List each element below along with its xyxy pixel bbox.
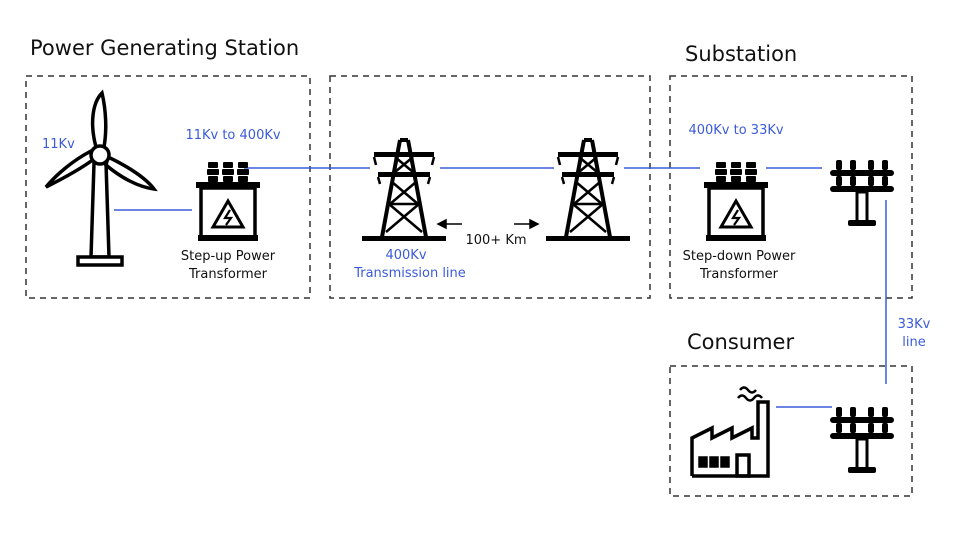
substation-insulator-pole-icon: [828, 158, 896, 228]
factory-icon: [690, 386, 770, 478]
consumer-insulator-pole-icon: [828, 405, 896, 475]
stepdown-ratio-label: 400Kv to 33Kv: [688, 123, 784, 138]
transmission-tower-left-icon: [360, 138, 448, 243]
consumer-title: Consumer: [687, 330, 795, 354]
distribution-voltage-label: 33Kv: [897, 317, 931, 332]
stepup-name-line2: Transformer: [188, 267, 268, 282]
stepup-ratio-label: 11Kv to 400Kv: [185, 128, 281, 143]
consumer-box: [669, 365, 913, 497]
distribution-line-label: line: [902, 335, 926, 350]
generator-voltage-label: 11Kv: [42, 137, 75, 152]
stepdown-transformer-icon: [702, 160, 770, 243]
transmission-box: [329, 75, 651, 299]
stepdown-name-line2: Transformer: [699, 267, 779, 282]
distance-label: 100+ Km: [465, 233, 527, 248]
generating-station-title: Power Generating Station: [30, 36, 300, 60]
substation-title: Substation: [685, 42, 798, 66]
line-voltage-label: 400Kv: [385, 248, 427, 263]
stepup-transformer-icon: [194, 160, 262, 243]
transmission-line-label: Transmission line: [354, 266, 466, 281]
substation-box: [669, 75, 913, 299]
wind-turbine-icon: [44, 89, 158, 267]
stepup-name-line1: Step-up Power: [180, 249, 276, 264]
transmission-tower-right-icon: [544, 138, 632, 243]
stepdown-name-line1: Step-down Power: [682, 249, 796, 264]
